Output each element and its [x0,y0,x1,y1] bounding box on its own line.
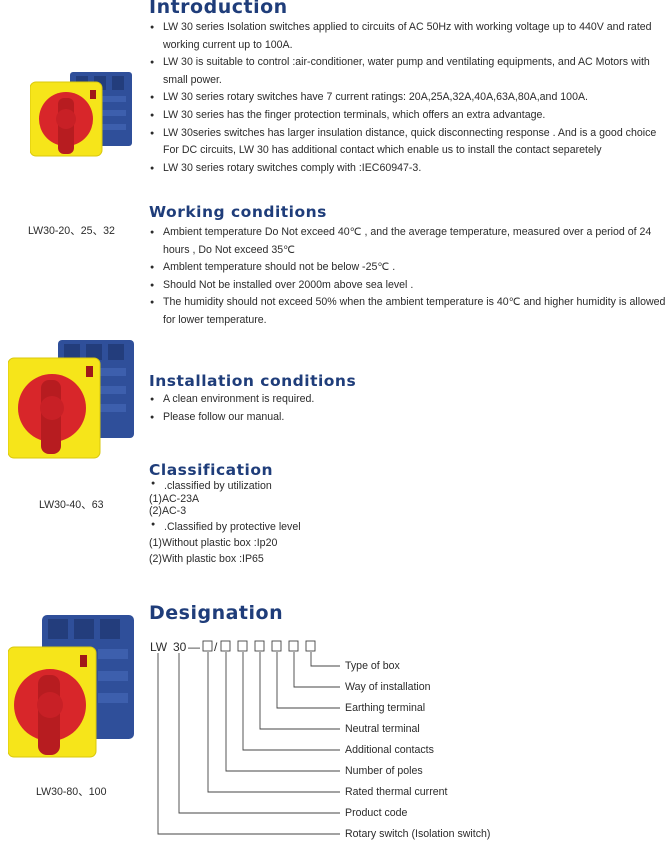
designation-label-neutral-terminal: Neutral terminal [345,723,420,735]
list-item: Should Not be installed over 2000m above… [149,277,667,295]
designation-label-earthing-terminal: Earthing terminal [345,702,426,714]
list-item: LW 30series switches has larger insulati… [149,125,667,160]
designation-label-type-of-box: Type of box [345,660,400,672]
working-conditions-title: Working conditions [149,203,327,221]
list-item: (2)With plastic box :IP65 [149,553,264,565]
list-item: Please follow our manual. [149,409,667,427]
product-caption: LW30-20、25、32 [28,225,115,237]
list-item: LW 30 series Isolation switches applied … [149,19,667,54]
list-item: LW 30 series rotary switches have 7 curr… [149,89,667,107]
working-conditions-list: Ambient temperature Do Not exceed 40℃ , … [149,224,667,330]
installation-conditions-list: A clean environment is required. Please … [149,391,667,426]
list-item: (1)AC-23A [149,493,200,505]
introduction-list: LW 30 series Isolation switches applied … [149,19,667,177]
designation-label-rotary-switch: Rotary switch (Isolation switch) [345,828,491,840]
list-item: .classified by utilization [149,480,272,492]
designation-label-product-code: Product code [345,807,408,819]
introduction-title: Introduction [149,0,288,18]
code-slash: / [214,640,218,654]
designation-label-additional-contacts: Additional contacts [345,744,434,756]
list-item: LW 30 series rotary switches comply with… [149,160,667,178]
list-item: (1)Without plastic box :Ip20 [149,537,278,549]
product-image-lw30-40 [7,338,138,460]
list-item: Amblent temperature should not be below … [149,259,667,277]
list-item: LW 30 is suitable to control :air-condit… [149,54,667,89]
list-item: A clean environment is required. [149,391,667,409]
product-caption: LW30-80、100 [36,786,107,798]
classification-title: Classification [149,461,274,479]
code-number: 30 [173,640,187,654]
designation-title: Designation [149,602,284,624]
product-image-lw30-20 [29,68,140,168]
designation-label-way-of-installation: Way of installation [345,681,431,693]
list-item: Ambient temperature Do Not exceed 40℃ , … [149,224,667,259]
code-prefix: LW [150,640,168,654]
list-item: .Classified by protective level [149,521,301,533]
product-image-lw30-80 [7,613,138,761]
code-dash: — [188,640,200,654]
product-caption: LW30-40、63 [39,499,104,511]
installation-conditions-title: Installation conditions [149,372,357,390]
designation-label-number-of-poles: Number of poles [345,765,423,777]
designation-label-rated-thermal-current: Rated thermal current [345,786,448,798]
list-item: The humidity should not exceed 50% when … [149,294,667,329]
list-item: LW 30 series has the finger protection t… [149,107,667,125]
list-item: (2)AC-3 [149,505,187,517]
